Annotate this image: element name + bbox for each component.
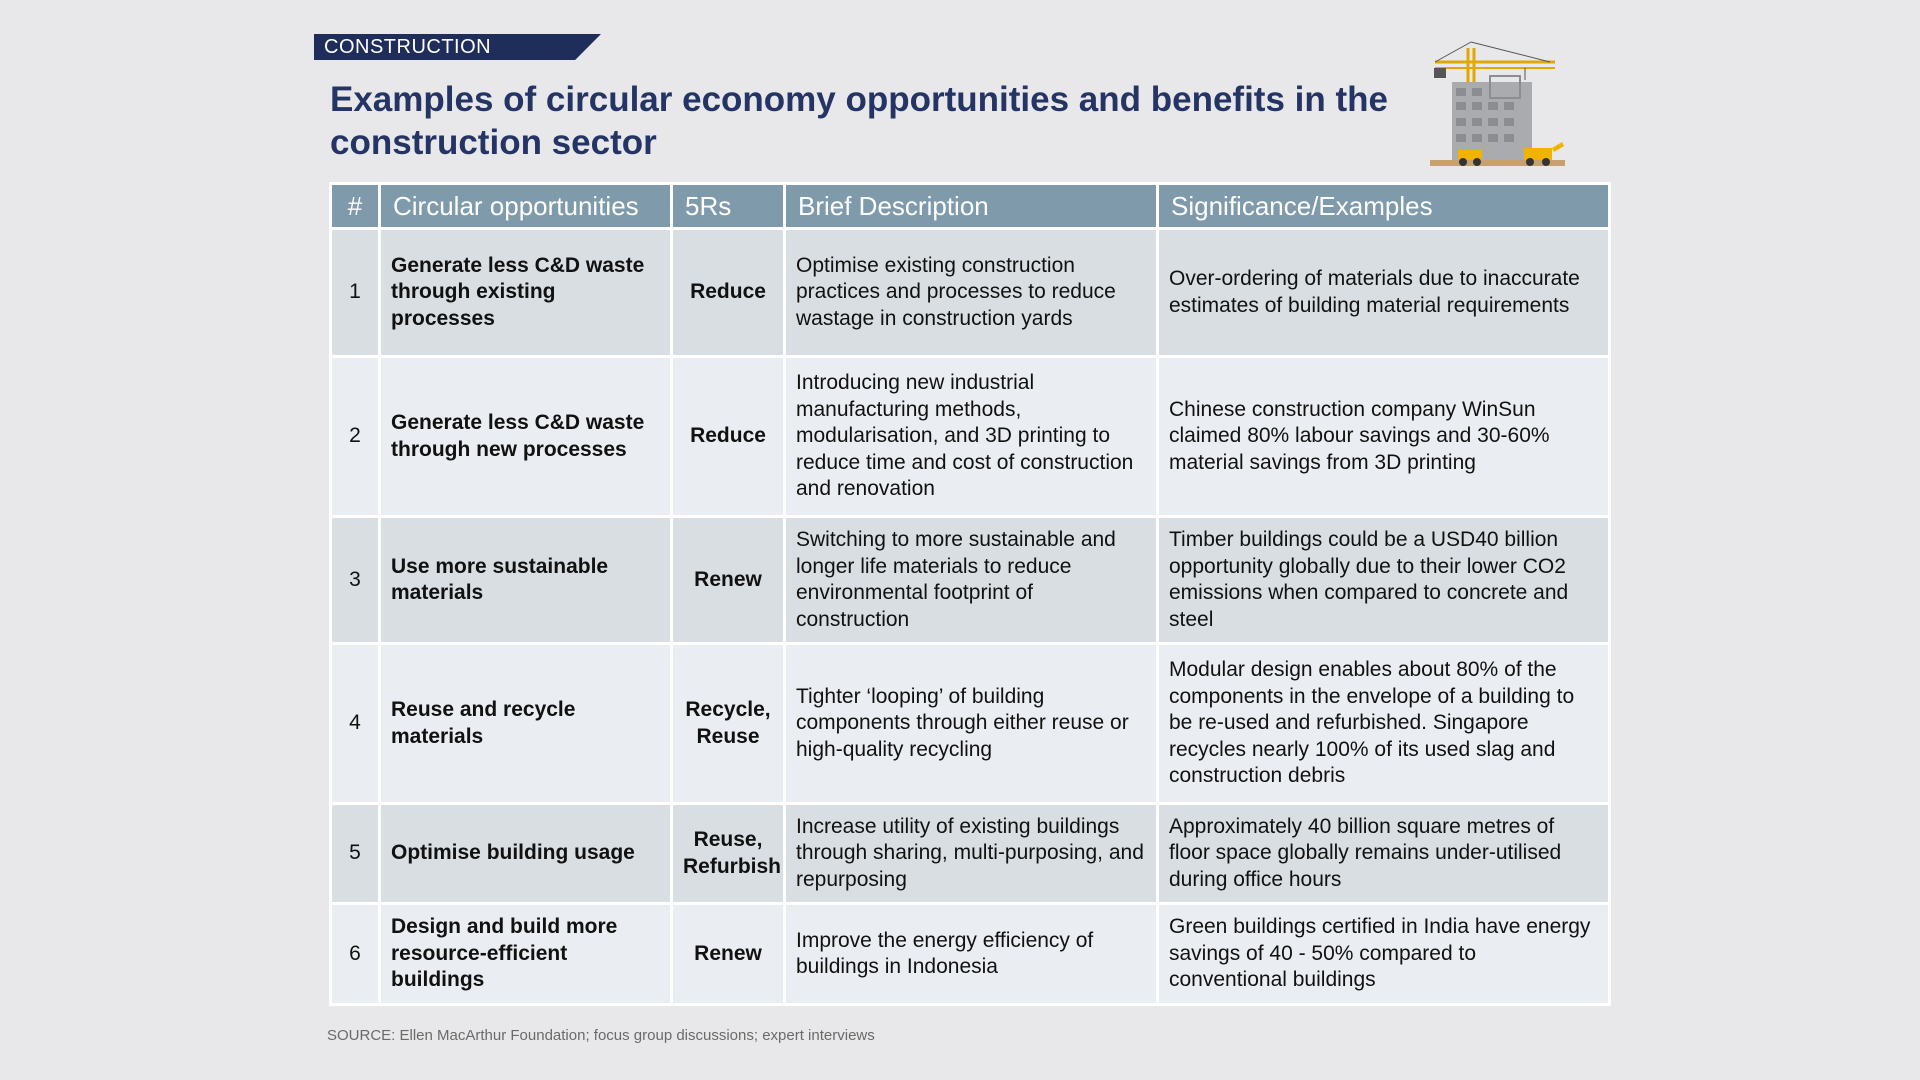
row-5r: Reuse, Refurbish <box>670 802 786 905</box>
row-significance: Over-ordering of materials due to inaccu… <box>1156 227 1611 358</box>
row-5r: Renew <box>670 515 786 645</box>
row-number: 2 <box>329 355 381 518</box>
row-opportunity: Generate less C&D waste through existing… <box>378 227 673 358</box>
row-description: Introducing new industrial manufacturing… <box>783 355 1159 518</box>
row-5r: Reduce <box>670 355 786 518</box>
source-note: SOURCE: Ellen MacArthur Foundation; focu… <box>327 1027 875 1044</box>
row-opportunity: Use more sustainable materials <box>378 515 673 645</box>
row-significance: Approximately 40 billion square metres o… <box>1156 802 1611 905</box>
row-significance: Modular design enables about 80% of the … <box>1156 642 1611 805</box>
row-description: Switching to more sustainable and longer… <box>783 515 1159 645</box>
table-header-row: # Circular opportunities 5Rs Brief Descr… <box>329 182 1611 230</box>
row-number: 6 <box>329 902 381 1006</box>
row-5r: Recycle, Reuse <box>670 642 786 805</box>
section-tag: CONSTRUCTION <box>314 34 601 60</box>
table-row: 3 Use more sustainable materials Renew S… <box>329 515 1611 645</box>
construction-crane-building-icon <box>1430 41 1565 166</box>
table-row: 6 Design and build more resource-efficie… <box>329 902 1611 1006</box>
header-number: # <box>329 182 381 230</box>
row-number: 1 <box>329 227 381 358</box>
header-5rs: 5Rs <box>670 182 786 230</box>
row-description: Optimise existing construction practices… <box>783 227 1159 358</box>
table-row: 5 Optimise building usage Reuse, Refurbi… <box>329 802 1611 905</box>
row-number: 4 <box>329 642 381 805</box>
row-opportunity: Optimise building usage <box>378 802 673 905</box>
row-number: 5 <box>329 802 381 905</box>
row-description: Tighter ‘looping’ of building components… <box>783 642 1159 805</box>
row-5r: Renew <box>670 902 786 1006</box>
row-significance: Timber buildings could be a USD40 billio… <box>1156 515 1611 645</box>
table-row: 1 Generate less C&D waste through existi… <box>329 227 1611 358</box>
table-row: 4 Reuse and recycle materials Recycle, R… <box>329 642 1611 805</box>
row-description: Improve the energy efficiency of buildin… <box>783 902 1159 1006</box>
row-opportunity: Reuse and recycle materials <box>378 642 673 805</box>
header-circular-opportunities: Circular opportunities <box>378 182 673 230</box>
row-5r: Reduce <box>670 227 786 358</box>
row-significance: Green buildings certified in India have … <box>1156 902 1611 1006</box>
row-significance: Chinese construction company WinSun clai… <box>1156 355 1611 518</box>
row-opportunity: Generate less C&D waste through new proc… <box>378 355 673 518</box>
row-number: 3 <box>329 515 381 645</box>
header-significance-examples: Significance/Examples <box>1156 182 1611 230</box>
header-brief-description: Brief Description <box>783 182 1159 230</box>
row-description: Increase utility of existing buildings t… <box>783 802 1159 905</box>
page-title: Examples of circular economy opportuniti… <box>330 80 1388 162</box>
table-row: 2 Generate less C&D waste through new pr… <box>329 355 1611 518</box>
circular-opportunities-table: # Circular opportunities 5Rs Brief Descr… <box>329 182 1611 1006</box>
row-opportunity: Design and build more resource-efficient… <box>378 902 673 1006</box>
